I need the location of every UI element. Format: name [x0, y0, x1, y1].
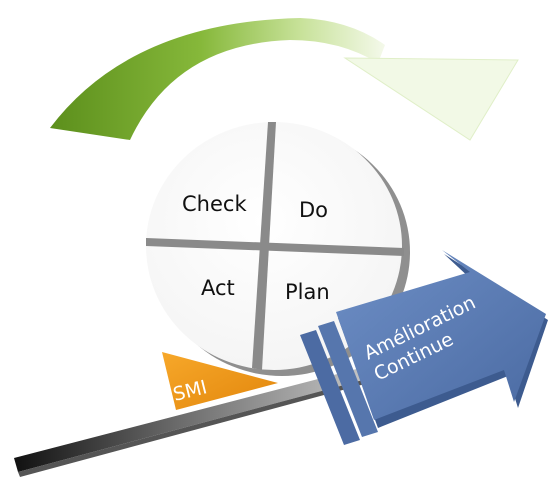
cycle-arrow-shaft: [50, 18, 385, 140]
quadrant-label-plan: Plan: [285, 280, 330, 304]
quadrant-label-check: Check: [182, 192, 247, 216]
smi-wedge: SMI: [162, 352, 278, 410]
ground-bar-side: [18, 377, 376, 477]
wheel-divider-horizontal: [146, 238, 404, 256]
quadrant-label-do: Do: [299, 198, 328, 222]
smi-wedge-shape: [162, 352, 278, 410]
pdca-wheel: [146, 122, 410, 376]
arrow-stripe-2: [318, 321, 378, 437]
improvement-arrow: Amélioration Continue: [300, 250, 548, 445]
quadrant-label-act: Act: [201, 276, 235, 300]
ground-bar: [14, 365, 376, 477]
cycle-arrow-head: [343, 57, 519, 141]
arrow-stripe-1: [300, 330, 360, 445]
cycle-arrow: [50, 18, 519, 141]
ground-bar-top: [14, 365, 374, 472]
arrow-body: [336, 250, 546, 420]
